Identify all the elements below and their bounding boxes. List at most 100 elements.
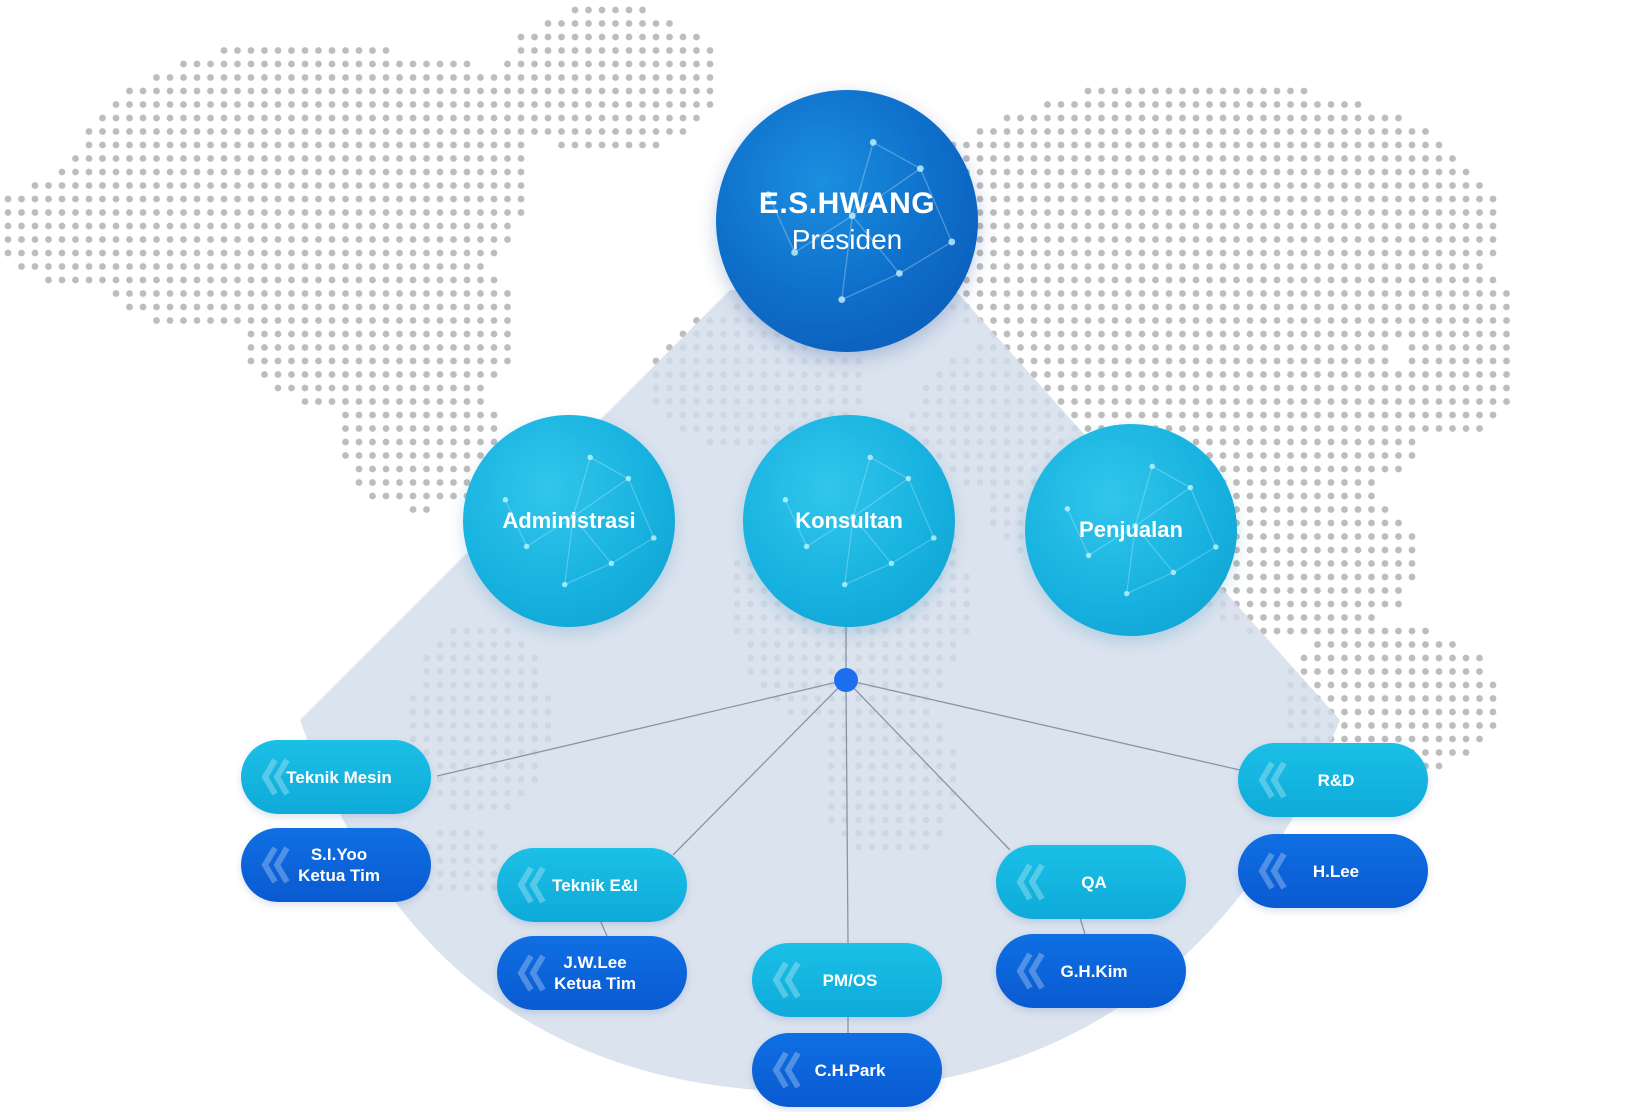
map-dot xyxy=(585,33,592,41)
map-dot xyxy=(1165,168,1173,176)
map-dot xyxy=(1057,209,1065,216)
map-dot xyxy=(355,371,363,378)
map-dot xyxy=(328,303,336,311)
team-head-teknik-mesin[interactable]: S.I.Yoo Ketua Tim xyxy=(241,828,431,902)
map-dot xyxy=(436,74,444,81)
team-head-pm-os[interactable]: C.H.Park xyxy=(752,1033,942,1107)
map-dot xyxy=(153,87,160,95)
map-dot xyxy=(463,398,471,405)
map-dot xyxy=(1368,168,1375,176)
map-dot xyxy=(585,141,592,149)
map-dot xyxy=(1273,276,1281,284)
team-unit-rnd[interactable]: R&D xyxy=(1238,743,1428,817)
map-dot xyxy=(1179,398,1186,405)
map-dot xyxy=(1449,168,1456,176)
map-dot xyxy=(1341,114,1348,122)
map-dot xyxy=(450,303,457,311)
map-dot xyxy=(1260,614,1267,621)
department-penjualan[interactable]: Penjualan xyxy=(1025,424,1237,636)
map-dot xyxy=(1206,357,1213,365)
map-dot xyxy=(355,155,363,162)
map-dot xyxy=(666,114,673,122)
map-dot xyxy=(301,236,309,243)
map-dot xyxy=(274,384,282,392)
map-dot xyxy=(396,195,403,203)
department-konsultan[interactable]: Konsultan xyxy=(743,415,955,627)
map-dot xyxy=(112,101,120,108)
map-dot xyxy=(1341,398,1348,405)
department-administrasi[interactable]: Administrasi xyxy=(463,415,675,627)
map-dot xyxy=(1219,398,1227,405)
map-dot xyxy=(1327,249,1335,257)
map-dot xyxy=(477,74,484,81)
team-unit-teknik-ei[interactable]: Teknik E&I xyxy=(497,848,687,922)
map-dot xyxy=(1341,465,1348,473)
map-dot xyxy=(436,209,444,216)
map-dot xyxy=(1017,290,1024,297)
map-dot xyxy=(1206,317,1213,324)
team-unit-teknik-mesin[interactable]: Teknik Mesin xyxy=(241,740,431,814)
department-label: Penjualan xyxy=(1079,517,1183,542)
map-dot xyxy=(99,222,106,230)
map-dot xyxy=(180,303,187,311)
map-dot xyxy=(1273,209,1281,216)
map-dot xyxy=(1030,236,1038,243)
map-dot xyxy=(85,263,93,270)
map-dot xyxy=(1341,249,1348,257)
map-dot xyxy=(1260,357,1267,365)
map-dot xyxy=(423,209,430,216)
map-dot xyxy=(1314,168,1321,176)
map-dot xyxy=(1003,114,1011,122)
map-dot xyxy=(1098,141,1105,149)
map-dot xyxy=(1327,668,1335,675)
map-dot xyxy=(382,60,390,68)
map-dot xyxy=(1030,249,1038,257)
map-dot xyxy=(1341,209,1348,216)
map-dot xyxy=(477,87,484,95)
team-unit-pm-os[interactable]: PM/OS xyxy=(752,943,942,1017)
map-dot xyxy=(1341,533,1348,540)
map-dot xyxy=(1368,384,1375,392)
map-dot xyxy=(1017,303,1024,311)
map-dot xyxy=(490,168,498,176)
map-dot xyxy=(1341,587,1348,594)
map-dot xyxy=(1503,398,1510,405)
team-head-teknik-ei[interactable]: J.W.Lee Ketua Tim xyxy=(497,936,687,1010)
map-dot xyxy=(1503,290,1510,297)
map-dot xyxy=(544,20,552,27)
map-dot xyxy=(1327,128,1335,135)
map-dot xyxy=(328,47,336,54)
map-dot xyxy=(1246,465,1254,473)
map-dot xyxy=(612,60,619,68)
map-dot xyxy=(1449,209,1456,216)
map-dot xyxy=(463,263,471,270)
map-dot xyxy=(180,222,187,230)
map-dot xyxy=(1422,735,1429,743)
team-head-title: Ketua Tim xyxy=(554,974,636,993)
team-head-rnd[interactable]: H.Lee xyxy=(1238,834,1428,908)
map-dot xyxy=(328,155,336,162)
map-dot xyxy=(1273,168,1281,176)
map-dot xyxy=(463,344,471,351)
map-dot xyxy=(666,60,673,68)
president-node[interactable]: E.S.HWANG Presiden xyxy=(716,90,978,352)
map-dot xyxy=(1314,114,1321,122)
team-head-qa[interactable]: G.H.Kim xyxy=(996,934,1186,1008)
map-dot xyxy=(261,290,268,297)
map-dot xyxy=(1449,654,1456,662)
map-dot xyxy=(1125,155,1132,162)
map-dot xyxy=(1260,303,1267,311)
map-dot xyxy=(1300,87,1308,95)
map-dot xyxy=(261,276,268,284)
map-dot xyxy=(1435,344,1443,351)
map-dot xyxy=(1233,222,1240,230)
map-dot xyxy=(1381,249,1389,257)
map-dot xyxy=(1260,155,1267,162)
map-dot xyxy=(1179,155,1186,162)
map-dot xyxy=(355,128,363,135)
map-dot xyxy=(234,141,241,149)
map-dot xyxy=(477,114,484,122)
map-dot xyxy=(342,114,349,122)
map-dot xyxy=(1273,614,1281,621)
team-unit-qa[interactable]: QA xyxy=(996,845,1186,919)
